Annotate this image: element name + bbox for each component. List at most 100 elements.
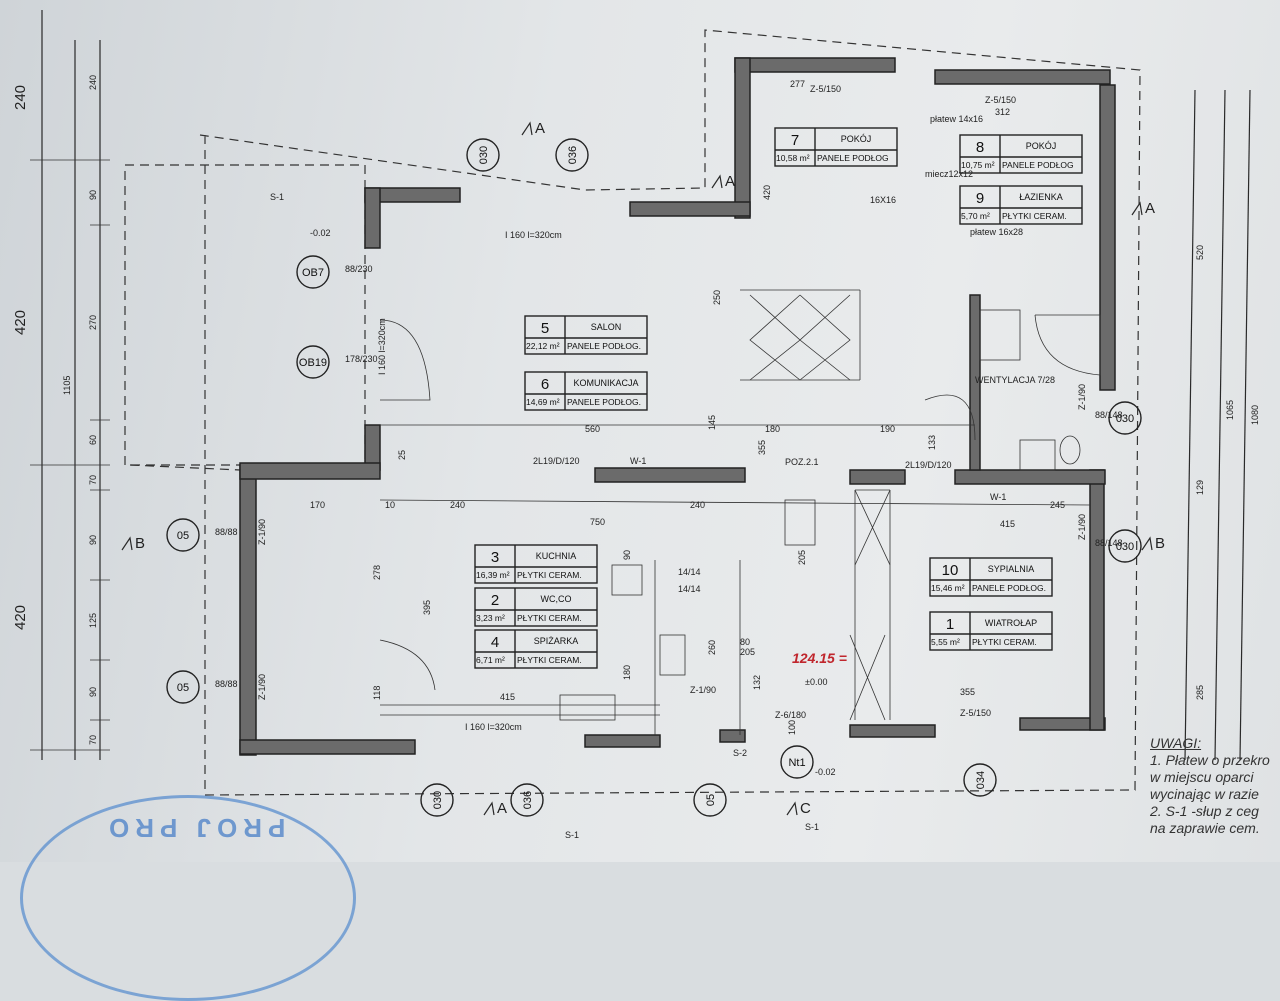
dimension: 133 <box>927 435 937 450</box>
room-finish: PŁYTKI CERAM. <box>517 613 582 623</box>
marker-sub: 88/88 <box>215 527 238 537</box>
dim: 70 <box>88 475 98 485</box>
marker-label: 036 <box>567 146 579 164</box>
annotation: S-1 <box>805 822 819 832</box>
room-number: 4 <box>491 634 499 651</box>
marker-label: 05 <box>705 794 717 806</box>
section-letter: B <box>135 535 145 552</box>
annotation: I 160 l=320cm <box>505 230 562 240</box>
note-line: na zaprawie cem. <box>1150 820 1260 836</box>
dimension: 145 <box>707 415 717 430</box>
section-letter: C <box>800 800 811 817</box>
room-number: 2 <box>491 592 499 609</box>
dim: 70 <box>88 735 98 745</box>
annotation: Z-1/90 <box>1077 384 1087 410</box>
annotation: Z-1/90 <box>1077 514 1087 540</box>
note-line: 2. S-1 -słup z ceg <box>1150 803 1259 819</box>
marker-030: 030 <box>420 783 454 817</box>
dimension: 90 <box>622 550 632 560</box>
marker-label: 05 <box>177 682 189 694</box>
annotation: Z-1/90 <box>257 674 267 700</box>
annotation: POZ.2.1 <box>785 457 819 467</box>
annotation: -0.02 <box>310 228 331 238</box>
dimension: 10 <box>385 500 395 510</box>
marker-sub: 88/148 <box>1095 538 1123 548</box>
dimension: 395 <box>422 600 432 615</box>
room-finish: PŁYTKI CERAM. <box>972 637 1037 647</box>
dimension: 355 <box>960 687 975 697</box>
room-name: KUCHNIA <box>536 551 577 561</box>
dimension: 180 <box>622 665 632 680</box>
dim: 1065 <box>1225 400 1235 420</box>
dim: 90 <box>88 190 98 200</box>
dimension: 132 <box>752 675 762 690</box>
dim-left-outer: 240 <box>12 85 29 110</box>
annotation: Z-5/150 <box>985 95 1016 105</box>
dim: 285 <box>1195 685 1205 700</box>
room-name: SYPIALNIA <box>988 564 1035 574</box>
annotation: -0.02 <box>815 767 836 777</box>
note-line: w miejscu oparci <box>1150 769 1254 785</box>
room-area: 14,69 m² <box>526 397 560 407</box>
annotation: płatew 16x28 <box>970 227 1023 237</box>
stamp-text: PROJ PRO <box>103 813 286 843</box>
section-mark-A: A <box>483 800 507 817</box>
marker-Nt1: Nt1 <box>780 745 814 779</box>
dimension: 118 <box>372 686 382 700</box>
room-finish: PANELE PODŁOG <box>1002 160 1074 170</box>
room-finish: PANELE PODŁOG. <box>972 583 1046 593</box>
dimension: 560 <box>585 424 600 434</box>
annotation: S-1 <box>270 192 284 202</box>
room-area: 6,71 m² <box>476 655 505 665</box>
dim-left-mid: 1105 <box>62 376 72 395</box>
annotation: S-1 <box>565 830 579 840</box>
marker-05: 05 <box>166 518 200 552</box>
section-mark-B: B <box>121 535 145 552</box>
room-number: 3 <box>491 549 499 566</box>
annotation: Z-1/90 <box>257 519 267 545</box>
room-label-4: 4 SPIŻARKA 6,71 m² PŁYTKI CERAM. <box>474 629 598 669</box>
notes-uwagi: UWAGI: 1. Płatew o przekro w miejscu opa… <box>1150 735 1270 837</box>
marker-label: 05 <box>177 530 189 542</box>
room-area: 3,23 m² <box>476 613 505 623</box>
dim: 240 <box>88 75 98 90</box>
annotations: S-1S-1S-1S-2Z-5/150Z-5/150Z-5/150Z-1/90Z… <box>257 84 1087 840</box>
dimension: 25 <box>397 450 407 460</box>
room-name: SPIŻARKA <box>534 636 579 646</box>
marker-label: 034 <box>975 771 987 789</box>
dimension: 170 <box>310 500 325 510</box>
annotation: płatew 14x16 <box>930 114 983 124</box>
marker-label: 030 <box>1116 541 1134 553</box>
note-line: 1. Płatew o przekro <box>1150 752 1270 768</box>
marker-label: Nt1 <box>788 757 805 769</box>
dimension: 100 <box>787 720 797 735</box>
dimension: 190 <box>880 424 895 434</box>
dimension: 260 <box>707 640 717 655</box>
room-finish: PŁYTKI CERAM. <box>517 570 582 580</box>
marker-sub: 88/88 <box>215 679 238 689</box>
marker-036: 036 <box>555 138 589 172</box>
dimension: 240 <box>450 500 465 510</box>
annotation: Z-1/90 <box>690 685 716 695</box>
annotation: S-2 <box>733 748 747 758</box>
marker-030: 030 <box>466 138 500 172</box>
marker-030: 030 <box>1108 529 1142 563</box>
room-finish: PŁYTKI CERAM. <box>1002 211 1067 221</box>
room-finish: PŁYTKI CERAM. <box>517 655 582 665</box>
room-finish: PANELE PODŁOG. <box>567 397 641 407</box>
notes-title: UWAGI: <box>1150 735 1202 751</box>
marker-label: OB7 <box>302 267 324 279</box>
marker-OB19: OB19 <box>296 345 330 379</box>
section-mark-A: A <box>1131 200 1155 217</box>
section-mark-B: B <box>1141 535 1165 552</box>
room-number: 1 <box>946 616 954 633</box>
dim: 270 <box>88 315 98 330</box>
room-name: WIATROŁAP <box>985 618 1037 628</box>
